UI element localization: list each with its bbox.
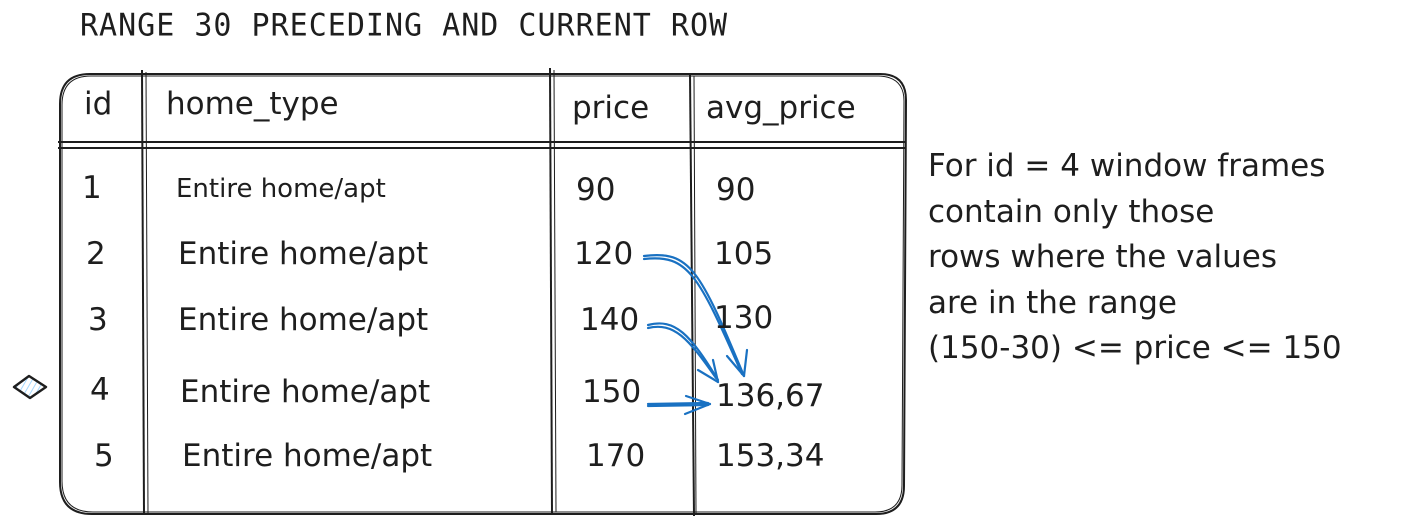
header-avg-price: avg_price bbox=[706, 90, 856, 126]
cell-avg-price: 130 bbox=[714, 300, 774, 336]
cell-id: 3 bbox=[88, 302, 108, 338]
cell-price: 120 bbox=[574, 236, 634, 272]
note-line: (150-30) <= price <= 150 bbox=[928, 330, 1342, 366]
header-price: price bbox=[572, 90, 650, 126]
annotation-note: For id = 4 window frames contain only th… bbox=[928, 144, 1342, 372]
diamond-marker-icon bbox=[12, 374, 48, 400]
note-line: are in the range bbox=[928, 284, 1177, 321]
cell-id: 1 bbox=[82, 170, 102, 206]
cell-price: 140 bbox=[580, 302, 640, 338]
cell-price: 170 bbox=[586, 438, 646, 474]
cell-id: 2 bbox=[86, 236, 106, 272]
cell-price: 150 bbox=[582, 374, 642, 410]
cell-home-type: Entire home/apt bbox=[180, 374, 431, 410]
cell-avg-price: 105 bbox=[714, 236, 774, 272]
cell-home-type: Entire home/apt bbox=[178, 302, 429, 338]
note-line: contain only those bbox=[928, 193, 1215, 230]
cell-home-type: Entire home/apt bbox=[176, 174, 386, 204]
arrow-120-to-avg bbox=[642, 254, 749, 378]
diagram-title: RANGE 30 PRECEDING AND CURRENT ROW bbox=[80, 7, 729, 44]
cell-id: 4 bbox=[90, 372, 110, 408]
cell-id: 5 bbox=[94, 438, 114, 474]
header-home-type: home_type bbox=[166, 86, 339, 122]
header-id: id bbox=[84, 86, 113, 122]
note-line: rows where the values bbox=[928, 239, 1278, 275]
cell-home-type: Entire home/apt bbox=[182, 438, 433, 474]
cell-home-type: Entire home/apt bbox=[178, 236, 429, 272]
arrow-140-to-avg bbox=[646, 322, 720, 384]
cell-avg-price: 136,67 bbox=[716, 378, 825, 414]
cell-avg-price: 90 bbox=[716, 172, 756, 208]
arrow-150-to-avg bbox=[646, 394, 712, 416]
note-line: For id = 4 window frames bbox=[928, 148, 1326, 184]
cell-avg-price: 153,34 bbox=[716, 438, 825, 474]
cell-price: 90 bbox=[576, 172, 616, 208]
